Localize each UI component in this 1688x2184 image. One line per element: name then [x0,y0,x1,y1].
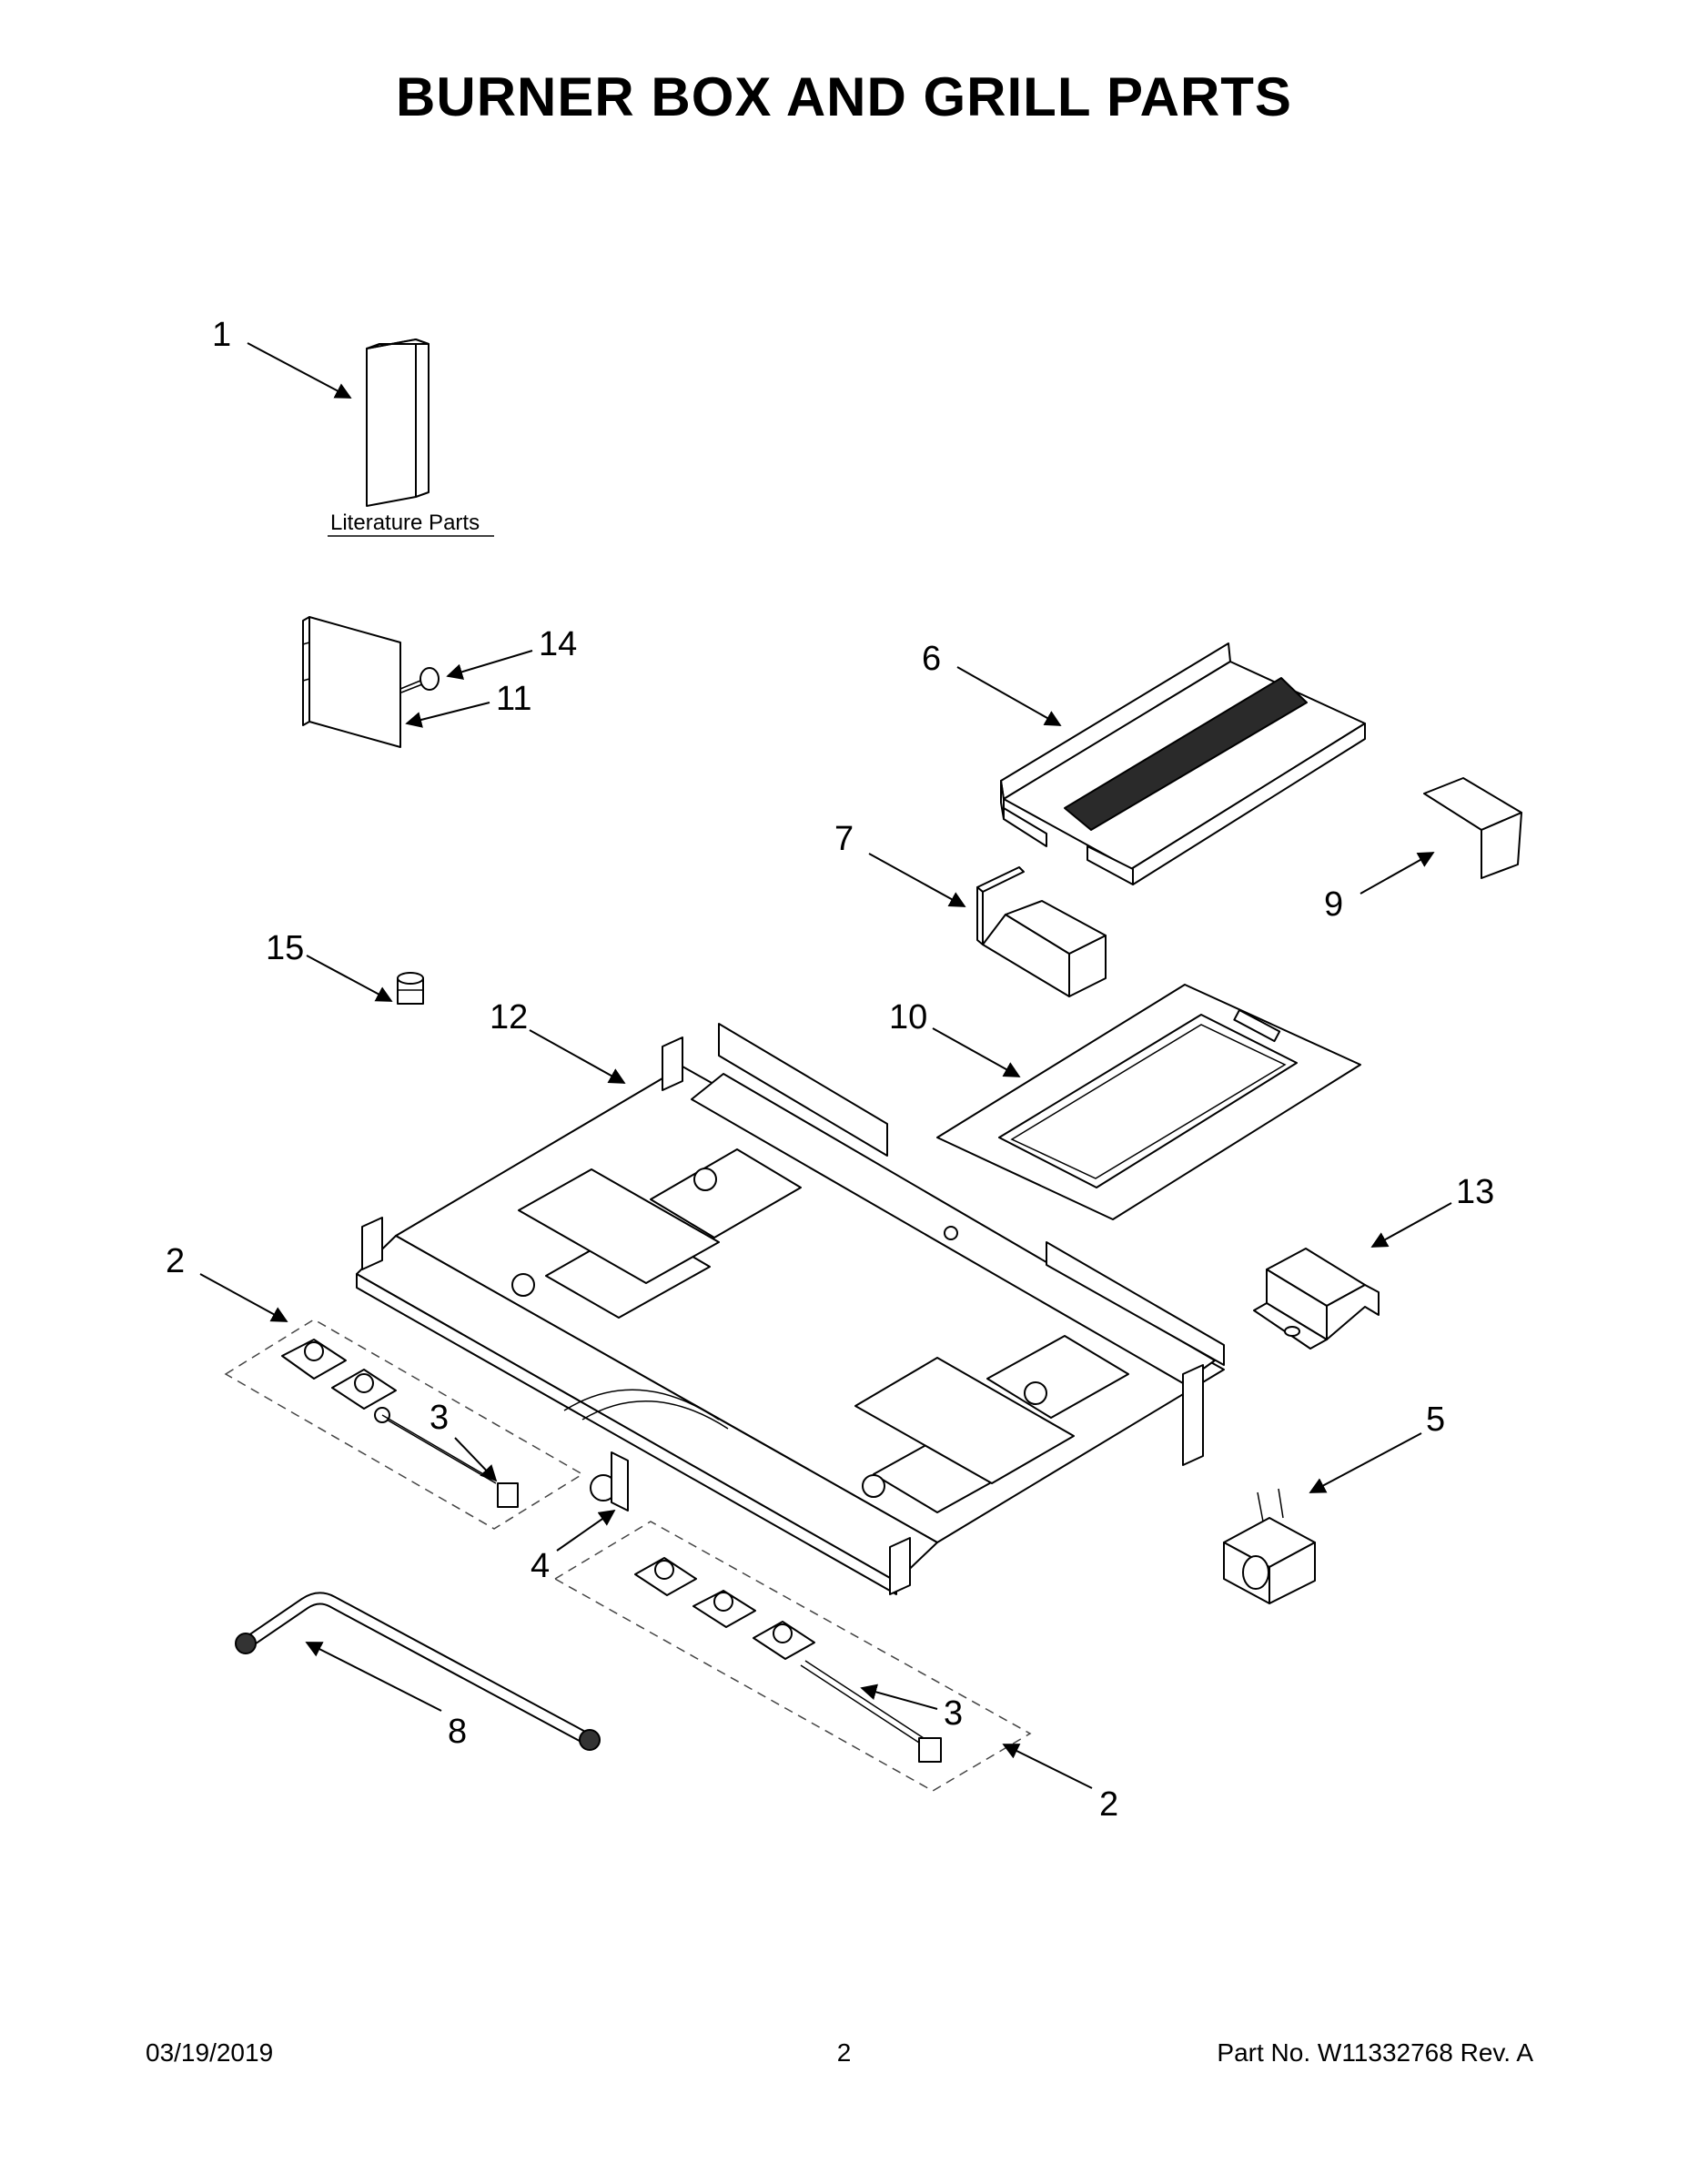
leader-6 [956,666,1062,726]
drip-shield-part [976,866,1107,997]
leader-14 [446,650,533,680]
burner-box-part [356,1023,1225,1595]
leader-5 [1309,1432,1422,1493]
callout-8: 8 [448,1713,467,1751]
callout-15: 15 [266,929,304,967]
callout-7: 7 [834,820,854,858]
footer-date: 03/19/2019 [146,2038,274,2067]
callout-9: 9 [1324,885,1343,924]
cover-panel-part [302,616,401,748]
callout-13: 13 [1456,1173,1494,1211]
callout-5: 5 [1426,1400,1445,1439]
callout-2b: 2 [1099,1785,1118,1824]
callout-4: 4 [531,1547,550,1585]
leader-1 [247,342,352,399]
right-wire-harness-part [918,1737,942,1763]
callout-3b: 3 [944,1694,963,1733]
leader-8 [305,1642,442,1712]
griddle-plate-part [936,984,1361,1220]
spark-module-part [1223,1488,1316,1604]
literature-part [366,339,430,507]
callout-2a: 2 [166,1242,185,1280]
callout-14: 14 [539,625,577,663]
leader-2a [199,1273,288,1322]
callout-10: 10 [889,998,927,1036]
leader-3a [454,1437,498,1482]
leader-11 [405,702,490,728]
screw-part [399,667,440,693]
callout-11: 11 [496,680,531,718]
fitting-part [397,972,424,1005]
gas-tube-part [235,1592,601,1751]
page-title: BURNER BOX AND GRILL PARTS [396,66,1292,127]
mounting-bracket-part [1253,1248,1380,1350]
leader-15 [306,955,393,1002]
leader-10 [932,1027,1021,1077]
left-wire-harness-part [497,1482,519,1508]
callout-1: 1 [212,316,231,354]
leader-12 [529,1029,626,1084]
regulator-part [590,1451,629,1512]
literature-parts-label: Literature Parts [330,511,480,535]
bracket-part [1423,777,1522,879]
leader-4 [556,1509,616,1552]
callout-3a: 3 [430,1399,449,1437]
left-valve-manifold-part [281,1339,497,1484]
footer-part-number: Part No. W11332768 Rev. A [1217,2038,1533,2067]
callout-12: 12 [490,998,528,1036]
leader-13 [1370,1202,1452,1248]
callout-6: 6 [922,640,941,678]
grill-pan-part [1000,642,1366,885]
right-valve-group-outline [553,1521,1032,1792]
footer-page-number: 2 [836,2038,852,2067]
leader-2b [1002,1744,1093,1789]
leader-9 [1359,852,1435,895]
leader-3b [860,1684,938,1710]
left-valve-group-outline [224,1319,584,1530]
leader-7 [868,853,966,907]
